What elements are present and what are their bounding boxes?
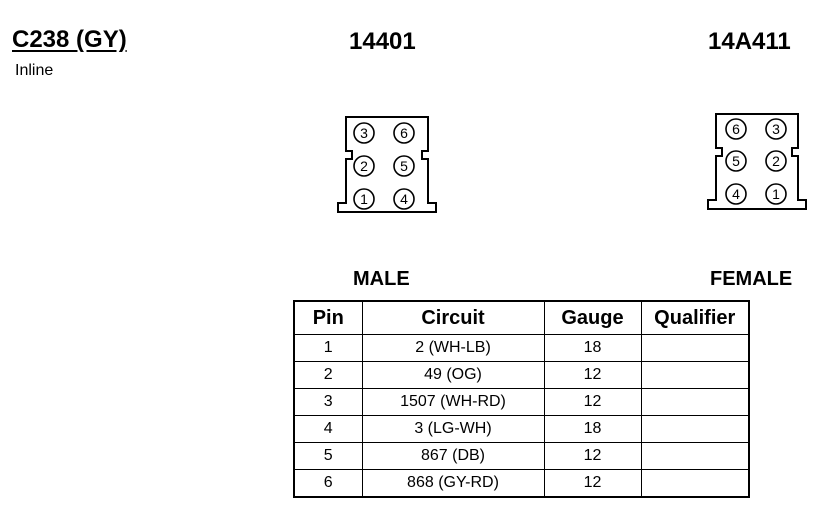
- cell-gauge: 18: [543, 334, 642, 362]
- header-gauge: Gauge: [543, 300, 642, 335]
- pin-number: 3: [772, 121, 780, 137]
- pin-cavity: 1: [765, 183, 787, 205]
- cell-gauge: 12: [543, 469, 642, 498]
- table-row: 3 1507 (WH-RD) 12: [293, 388, 750, 416]
- pin-cavity: 4: [725, 183, 747, 205]
- cell-gauge: 12: [543, 388, 642, 416]
- pin-number: 2: [360, 158, 368, 174]
- pin-cavity: 5: [393, 155, 415, 177]
- female-part-number: 14A411: [708, 28, 791, 55]
- table-row: 1 2 (WH-LB) 18: [293, 334, 750, 362]
- cell-pin: 5: [293, 442, 363, 470]
- header-circuit: Circuit: [361, 300, 545, 335]
- male-connector-face: 3 6 2 5 1 4: [337, 116, 437, 213]
- cell-qualifier: [640, 469, 750, 498]
- pin-number: 6: [400, 125, 408, 141]
- female-label: FEMALE: [710, 268, 793, 290]
- cell-gauge: 12: [543, 442, 642, 470]
- pin-number: 1: [772, 186, 780, 202]
- cell-circuit: 868 (GY-RD): [361, 469, 545, 498]
- connector-location: Inline: [15, 62, 54, 79]
- cell-pin: 6: [293, 469, 363, 498]
- male-pin-cavities: 3 6 2 5 1 4: [353, 122, 415, 210]
- cell-circuit: 867 (DB): [361, 442, 545, 470]
- pin-cavity: 2: [353, 155, 375, 177]
- cell-circuit: 49 (OG): [361, 361, 545, 389]
- cell-pin: 1: [293, 334, 363, 362]
- header-qualifier: Qualifier: [640, 300, 750, 335]
- female-connector-face: 6 3 5 2 4 1: [707, 113, 807, 210]
- cell-pin: 2: [293, 361, 363, 389]
- cell-circuit: 3 (LG-WH): [361, 415, 545, 443]
- cell-qualifier: [640, 388, 750, 416]
- male-part-number: 14401: [349, 28, 416, 55]
- pin-number: 5: [400, 158, 408, 174]
- male-label: MALE: [353, 268, 410, 290]
- pin-number: 4: [400, 191, 408, 207]
- pin-table: Pin Circuit Gauge Qualifier 1 2 (WH-LB) …: [293, 300, 750, 498]
- cell-pin: 4: [293, 415, 363, 443]
- cell-gauge: 12: [543, 361, 642, 389]
- pin-cavity: 2: [765, 150, 787, 172]
- cell-qualifier: [640, 442, 750, 470]
- cell-pin: 3: [293, 388, 363, 416]
- pin-cavity: 3: [765, 118, 787, 140]
- table-row: 5 867 (DB) 12: [293, 442, 750, 470]
- pin-cavity: 5: [725, 150, 747, 172]
- connector-title: C238 (GY): [12, 26, 127, 53]
- pin-number: 1: [360, 191, 368, 207]
- table-row: 6 868 (GY-RD) 12: [293, 469, 750, 498]
- female-pin-cavities: 6 3 5 2 4 1: [725, 118, 787, 205]
- pin-cavity: 6: [725, 118, 747, 140]
- cell-qualifier: [640, 415, 750, 443]
- pin-number: 2: [772, 153, 780, 169]
- cell-gauge: 18: [543, 415, 642, 443]
- pin-number: 4: [732, 186, 740, 202]
- header-pin: Pin: [293, 300, 363, 335]
- cell-qualifier: [640, 334, 750, 362]
- table-row: 4 3 (LG-WH) 18: [293, 415, 750, 443]
- pin-number: 5: [732, 153, 740, 169]
- pin-cavity: 3: [353, 122, 375, 144]
- pin-cavity: 6: [393, 122, 415, 144]
- table-header-row: Pin Circuit Gauge Qualifier: [293, 300, 750, 335]
- cell-circuit: 1507 (WH-RD): [361, 388, 545, 416]
- cell-circuit: 2 (WH-LB): [361, 334, 545, 362]
- pin-number: 6: [732, 121, 740, 137]
- pin-cavity: 1: [353, 188, 375, 210]
- cell-qualifier: [640, 361, 750, 389]
- pin-number: 3: [360, 125, 368, 141]
- table-row: 2 49 (OG) 12: [293, 361, 750, 389]
- pin-cavity: 4: [393, 188, 415, 210]
